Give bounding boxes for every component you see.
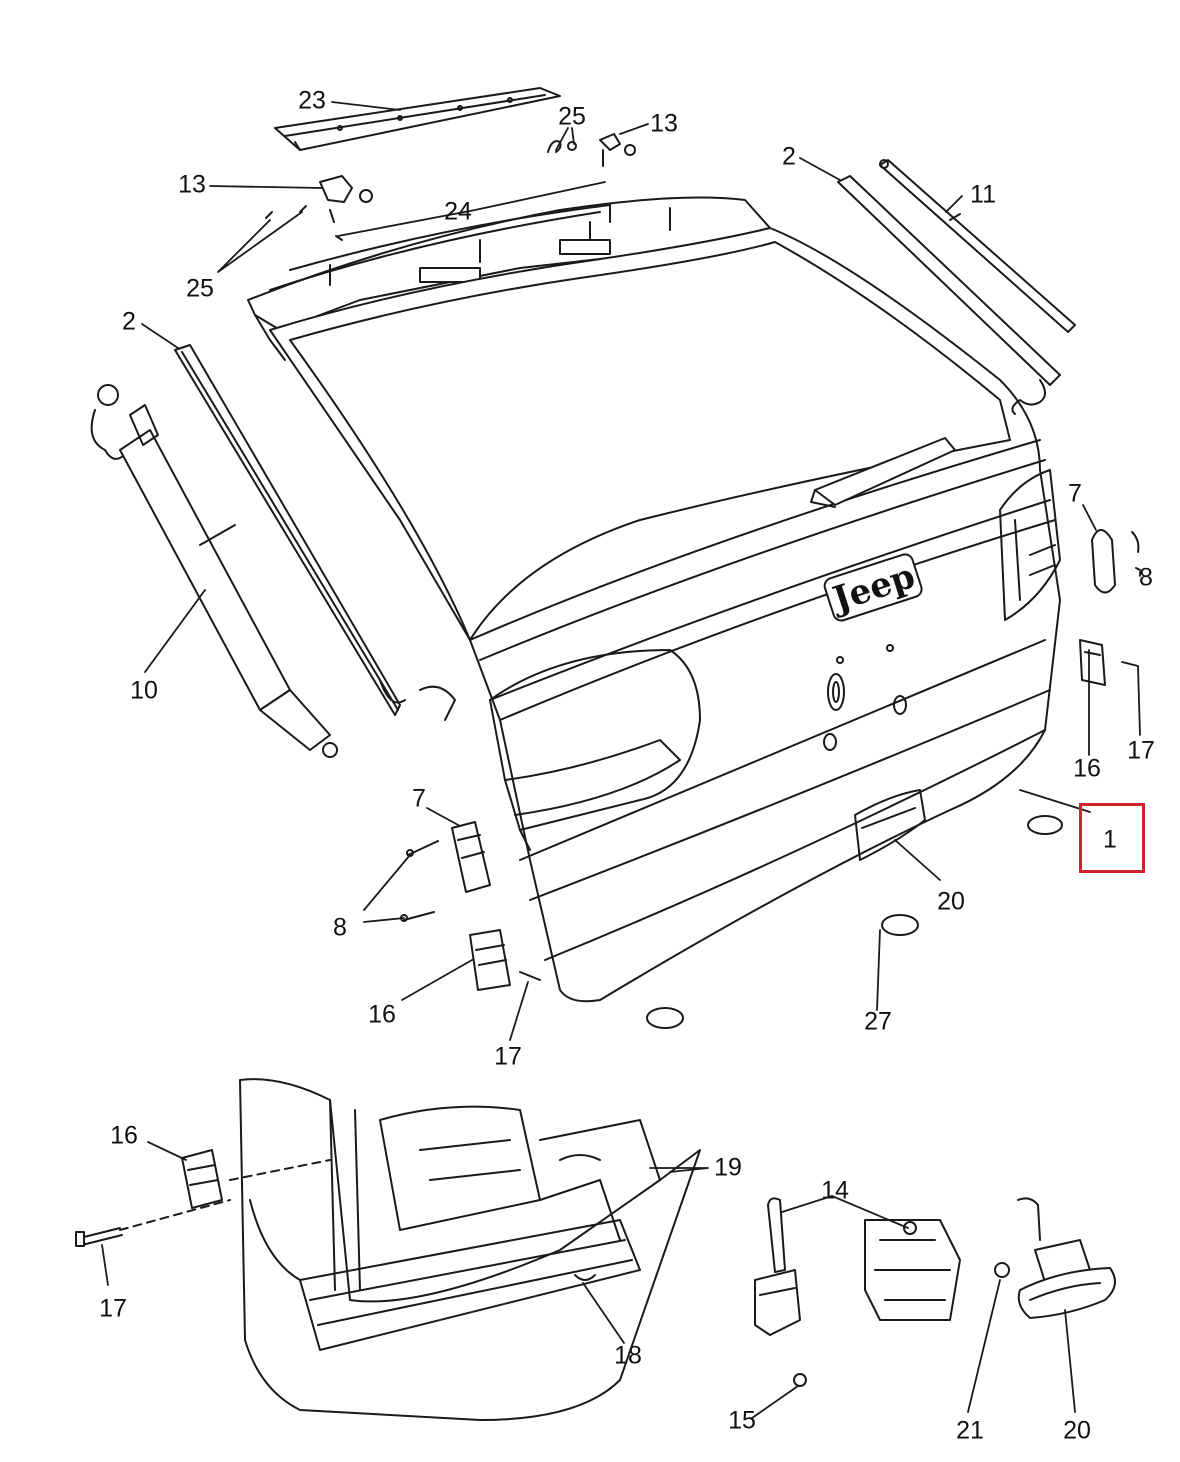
callout-15: 15 bbox=[728, 1406, 756, 1435]
bolt-part-17 bbox=[75, 1227, 123, 1247]
weatherstrip-part-2-right bbox=[837, 175, 1061, 415]
highlight-box bbox=[1079, 803, 1145, 873]
gas-strut-part-10 bbox=[90, 384, 456, 758]
callout-7-left: 7 bbox=[412, 784, 426, 813]
callout-8-left: 8 bbox=[333, 913, 347, 942]
lamp-parts-20-21 bbox=[994, 1197, 1116, 1319]
callout-8-right: 8 bbox=[1139, 563, 1153, 592]
tailgate-upper-frame bbox=[247, 196, 771, 361]
weatherstrip-part-2-left bbox=[174, 344, 406, 716]
callout-2-left: 2 bbox=[122, 307, 136, 336]
parts-7-8-left bbox=[400, 821, 491, 922]
parts-7-8-right bbox=[1091, 529, 1141, 594]
liftgate-body-part-1 bbox=[269, 227, 1061, 1003]
callout-27: 27 bbox=[864, 1007, 892, 1036]
callout-24: 24 bbox=[444, 197, 472, 226]
leader-lines bbox=[101, 101, 1141, 1419]
jeep-badge bbox=[823, 553, 923, 622]
callout-13-left: 13 bbox=[178, 170, 206, 199]
spoiler-strip-part-23 bbox=[274, 87, 561, 151]
callout-7-right: 7 bbox=[1068, 479, 1082, 508]
bumper-part-16-left bbox=[469, 929, 541, 991]
callout-17-right: 17 bbox=[1127, 736, 1155, 765]
bumper-part-16-right bbox=[1079, 639, 1106, 686]
callout-10: 10 bbox=[130, 676, 158, 705]
latch-parts-14-15 bbox=[754, 1197, 961, 1387]
callout-21: 21 bbox=[956, 1416, 984, 1445]
callout-18: 18 bbox=[614, 1341, 642, 1370]
bumper-part-16-lower bbox=[119, 1149, 331, 1231]
callout-16-right: 16 bbox=[1073, 754, 1101, 783]
callout-13-top: 13 bbox=[650, 109, 678, 138]
callout-19: 19 bbox=[714, 1153, 742, 1182]
callout-23: 23 bbox=[298, 86, 326, 115]
callout-20-upper: 20 bbox=[937, 887, 965, 916]
callout-1: 1 bbox=[1103, 825, 1117, 854]
callout-25-top: 25 bbox=[558, 102, 586, 131]
vehicle-rear-body bbox=[239, 1078, 701, 1421]
callout-2-right: 2 bbox=[782, 142, 796, 171]
callout-20-lower: 20 bbox=[1063, 1416, 1091, 1445]
callout-17-lower: 17 bbox=[99, 1294, 127, 1323]
callout-16-lower: 16 bbox=[110, 1121, 138, 1150]
callout-16-left: 16 bbox=[368, 1000, 396, 1029]
callout-25-left: 25 bbox=[186, 274, 214, 303]
callout-11: 11 bbox=[970, 180, 996, 209]
clips-part-25-13 bbox=[265, 133, 636, 241]
callout-14: 14 bbox=[821, 1176, 849, 1205]
gas-strut-part-11 bbox=[879, 159, 1076, 333]
callout-17-left: 17 bbox=[494, 1042, 522, 1071]
hole-plugs-part-27 bbox=[646, 815, 1063, 1029]
